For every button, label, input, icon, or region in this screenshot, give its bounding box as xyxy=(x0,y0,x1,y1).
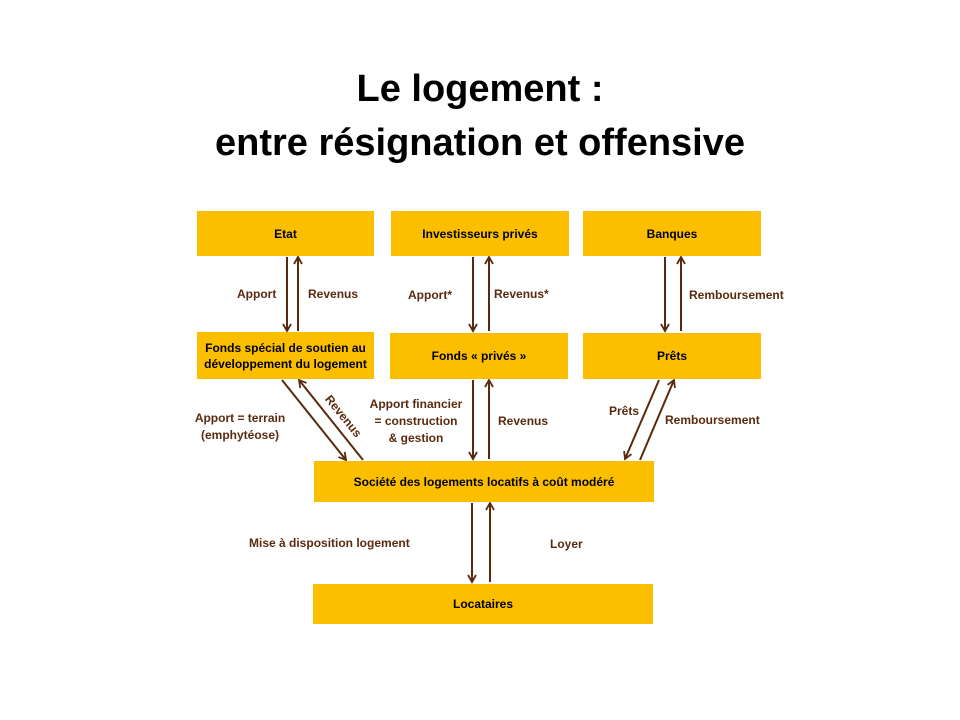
page-title: Le logement : entre résignation et offen… xyxy=(0,62,960,170)
box-locataires: Locataires xyxy=(313,584,653,624)
box-prets: Prêts xyxy=(583,333,761,379)
label-etat-revenus: Revenus xyxy=(308,287,359,301)
box-banques: Banques xyxy=(583,211,761,256)
label-banques-remboursement: Remboursement xyxy=(689,288,784,302)
label-loyer: Loyer xyxy=(550,537,583,551)
title-line-1: Le logement : xyxy=(356,68,604,110)
label-prets-prets: Prêts xyxy=(609,404,640,418)
label-fonds-apport-terrain: Apport = terrain (emphytéose) xyxy=(186,410,294,444)
box-fonds-special: Fonds spécial de soutien au développemen… xyxy=(197,332,374,379)
label-prives-apport-line-3: & gestion xyxy=(388,431,444,445)
label-mise-a-disposition: Mise à disposition logement xyxy=(249,536,410,550)
label-inv-revenus: Revenus* xyxy=(494,287,549,301)
box-investisseurs-prives: Investisseurs privés xyxy=(391,211,569,256)
label-fonds-apport-terrain-line-1: Apport = terrain xyxy=(194,411,286,425)
label-prives-apport: Apport financier = construction & gestio… xyxy=(363,396,469,447)
box-societe: Société des logements locatifs à coût mo… xyxy=(314,461,654,502)
arrow-fonds-apport-terrain xyxy=(281,379,348,462)
arrow-prets-remboursement xyxy=(639,378,676,461)
label-etat-apport: Apport xyxy=(237,287,277,301)
arrow-fonds-revenus xyxy=(297,378,364,461)
label-prives-apport-line-2: = construction xyxy=(374,414,458,428)
title-line-2: entre résignation et offensive xyxy=(214,122,745,164)
box-etat: Etat xyxy=(197,211,374,256)
label-prets-remboursement: Remboursement xyxy=(665,413,760,427)
arrow-prets-prets xyxy=(623,379,660,461)
label-inv-apport: Apport* xyxy=(408,288,452,302)
label-prives-revenus: Revenus xyxy=(498,414,549,428)
label-prives-apport-line-1: Apport financier xyxy=(369,397,463,411)
label-fonds-apport-terrain-line-2: (emphytéose) xyxy=(200,428,280,442)
box-fonds-prives: Fonds « privés » xyxy=(390,333,568,379)
